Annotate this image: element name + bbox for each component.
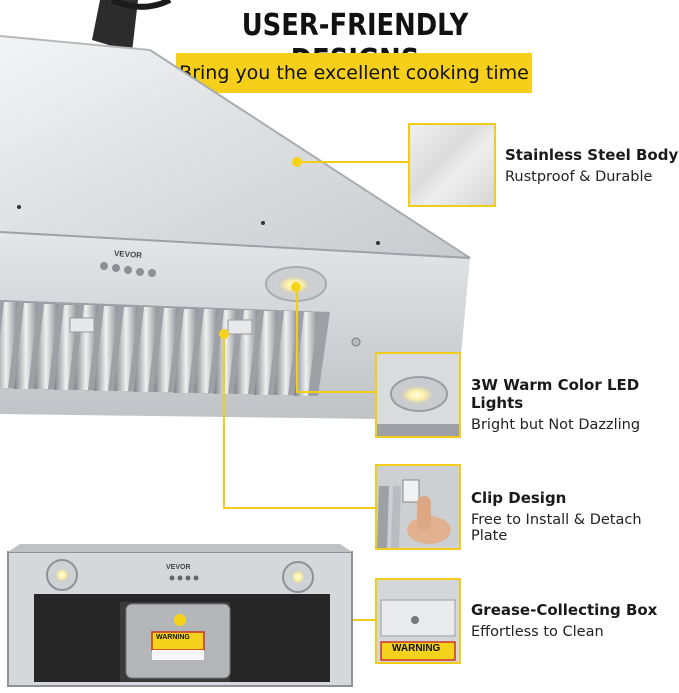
brand-logo-hood: VEVOR <box>113 249 143 260</box>
feature-grease-box: Grease-Collecting Box Effortless to Clea… <box>471 601 657 640</box>
feature-title: Clip Design <box>471 489 567 507</box>
feature-title: 3W Warm Color LED Lights <box>471 376 640 412</box>
filter-slats <box>0 302 318 396</box>
subtitle-banner: Bring you the excellent cooking time <box>176 53 532 93</box>
control-buttons <box>100 262 156 277</box>
thumb-led-light <box>375 352 461 438</box>
brand-logo-insert: VEVOR <box>166 564 191 571</box>
feature-led-lights: 3W Warm Color LED Lights Bright but Not … <box>471 376 679 433</box>
hood-canopy <box>0 36 470 258</box>
feature-title: Stainless Steel Body <box>505 146 679 164</box>
feature-subtitle: Rustproof & Durable <box>505 169 653 185</box>
warning-sticker-insert: WARNING <box>156 634 190 641</box>
thumb-grease-box <box>375 578 461 664</box>
feature-subtitle: Bright but Not Dazzling <box>471 417 641 433</box>
thumb-clip-design <box>375 464 461 550</box>
feature-subtitle: Effortless to Clean <box>471 624 604 640</box>
filter-clip-left <box>69 317 95 333</box>
duct-cover <box>92 0 138 52</box>
filter-clip-right <box>227 319 253 335</box>
feature-subtitle: Free to Install & Detach Plate <box>471 512 642 544</box>
feature-stainless-steel: Stainless Steel Body Rustproof & Durable <box>505 146 678 185</box>
feature-clip-design: Clip Design Free to Install & Detach Pla… <box>471 489 679 544</box>
warning-sticker-thumb: WARNING <box>392 643 441 654</box>
thumb-stainless-steel <box>408 123 496 207</box>
feature-title: Grease-Collecting Box <box>471 601 658 619</box>
subtitle-text: Bring you the excellent cooking time <box>179 62 529 84</box>
